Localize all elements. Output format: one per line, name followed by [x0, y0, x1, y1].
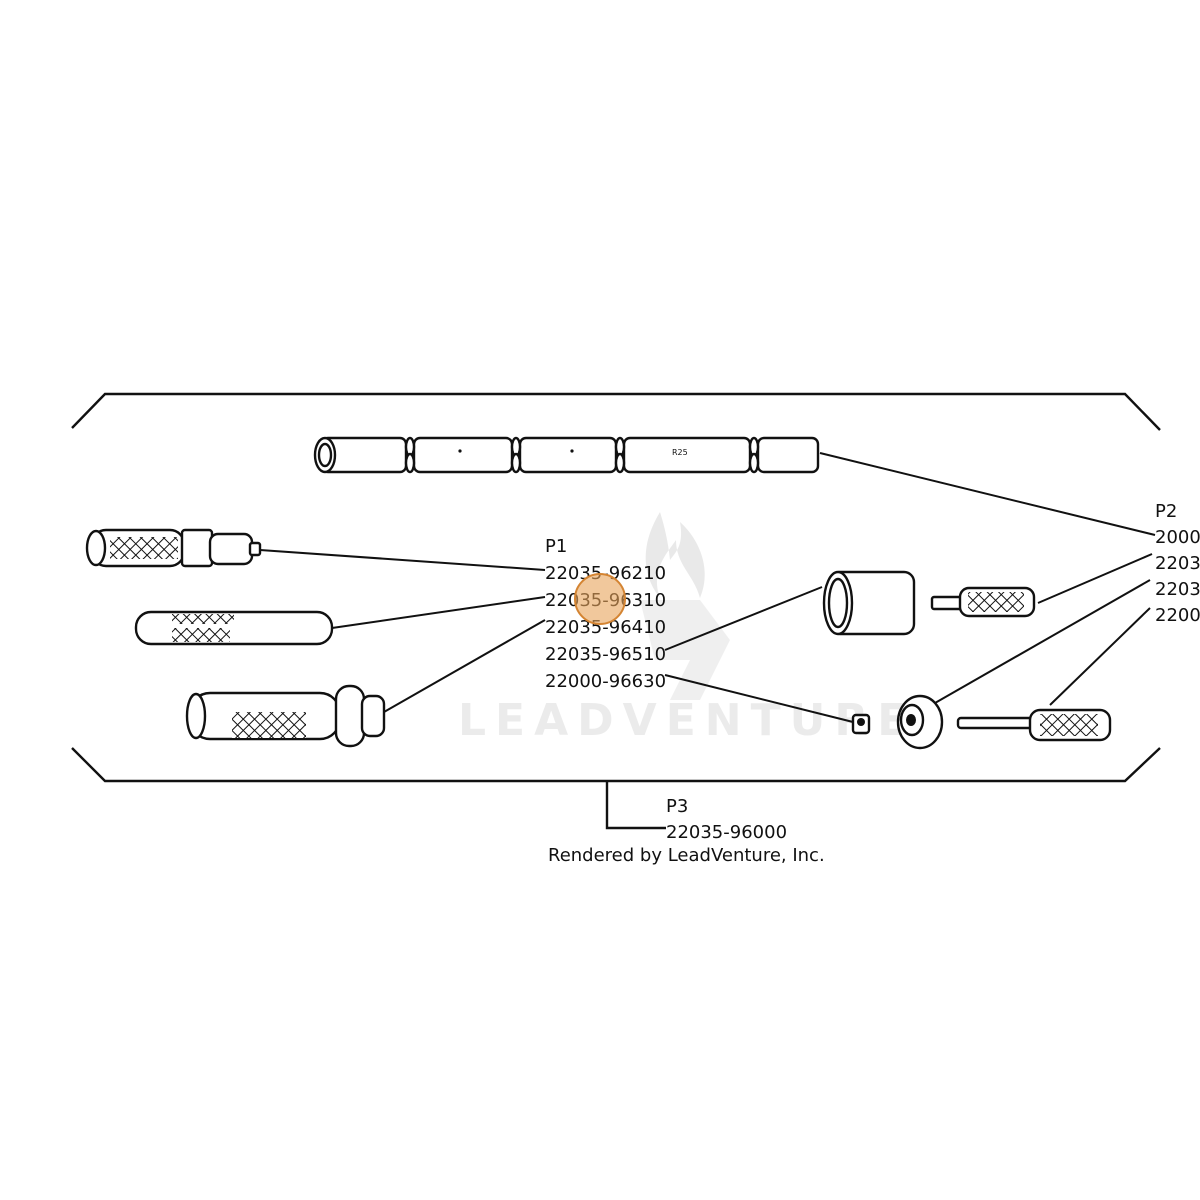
kit-bracket — [71, 392, 1161, 830]
sleeve-part — [822, 570, 916, 636]
p1-label-group: P1 22035-96210 22035-96310 22035-96410 2… — [545, 536, 666, 692]
leadventure-flame-icon — [640, 512, 730, 700]
credit-text: Rendered by LeadVenture, Inc. — [548, 845, 825, 866]
p1-part-number: 22035-96510 — [545, 644, 666, 665]
part-highlight-marker[interactable] — [574, 573, 626, 625]
tube-marking: R25 — [672, 448, 688, 457]
leader-lines — [259, 452, 1156, 723]
threaded-stud-part — [930, 586, 1036, 618]
roller-adapter-part — [896, 694, 944, 750]
p1-part-number: 22035-96210 — [545, 563, 666, 584]
knurled-driver-part-1 — [85, 528, 262, 568]
p1-title: P1 — [545, 536, 567, 557]
watermark: LEADVENTURE — [458, 512, 916, 746]
small-nut-part — [851, 713, 871, 735]
p2-part-number: 2000 — [1155, 527, 1200, 548]
p3-part-number: 22035-96000 — [666, 822, 787, 843]
p3-title: P3 — [666, 796, 688, 817]
segmented-tube-part: R25 — [313, 436, 820, 474]
p2-part-number: 2203 — [1155, 579, 1200, 600]
p2-part-number: 2203 — [1155, 553, 1200, 574]
p2-label-group: P2 2000 2203 2203 2200 — [1155, 501, 1200, 626]
p3-label-group: P3 22035-96000 — [666, 796, 787, 843]
p1-part-number: 22035-96410 — [545, 617, 666, 638]
p2-title: P2 — [1155, 501, 1177, 522]
knurled-pin-part-2 — [134, 610, 334, 646]
watermark-text: LEADVENTURE — [458, 695, 916, 746]
knurled-handle-part-3 — [185, 684, 386, 748]
long-rod-part — [956, 708, 1112, 742]
p2-part-number: 2200 — [1155, 605, 1200, 626]
p1-part-number: 22000-96630 — [545, 671, 666, 692]
